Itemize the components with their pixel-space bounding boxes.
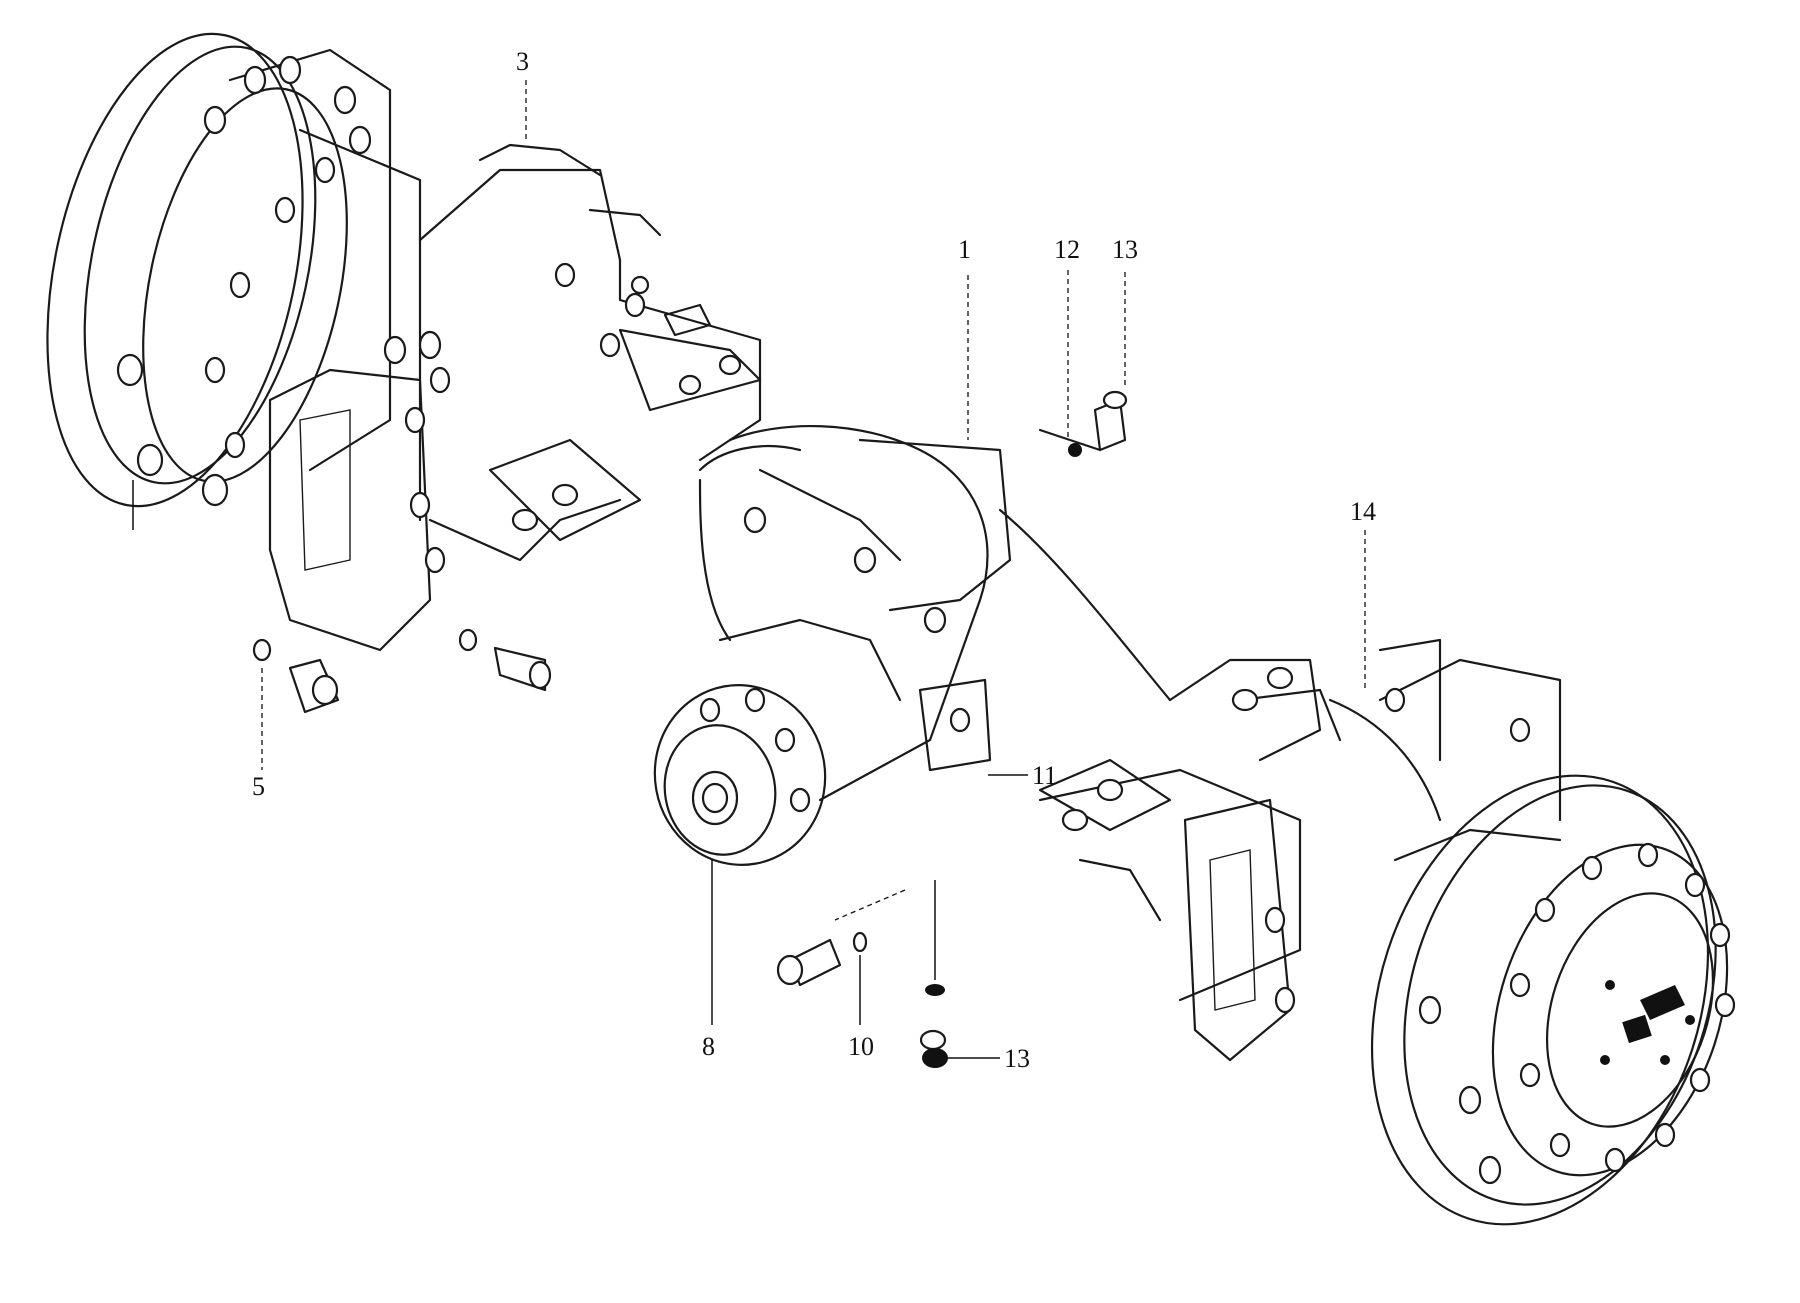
- callout-11: 11: [1032, 761, 1057, 790]
- callout-13-bottom: 13: [1004, 1044, 1030, 1073]
- callout-8: 8: [702, 1032, 715, 1061]
- callout-1: 1: [958, 235, 971, 264]
- callout-13-top: 13: [1112, 235, 1138, 264]
- right-hub-studs: [1418, 842, 1736, 1185]
- callout-5: 5: [252, 772, 265, 801]
- right-axle-housing: [1038, 638, 1562, 1062]
- left-wheel-hub: [46, 32, 451, 652]
- callout-14: 14: [1350, 497, 1376, 526]
- right-wheel-hub: [1370, 774, 1736, 1226]
- part-callouts: 1 3 5 8 10 11 12 13 13 14: [252, 47, 1376, 1073]
- loose-fasteners: [252, 390, 1128, 1068]
- left-hub-bolts: [116, 55, 372, 507]
- differential-housing: [653, 424, 1172, 866]
- leader-lines: [132, 80, 1366, 1059]
- left-axle-housing: [418, 143, 762, 562]
- callout-12: 12: [1054, 235, 1080, 264]
- callout-10: 10: [848, 1032, 874, 1061]
- callout-3: 3: [516, 47, 529, 76]
